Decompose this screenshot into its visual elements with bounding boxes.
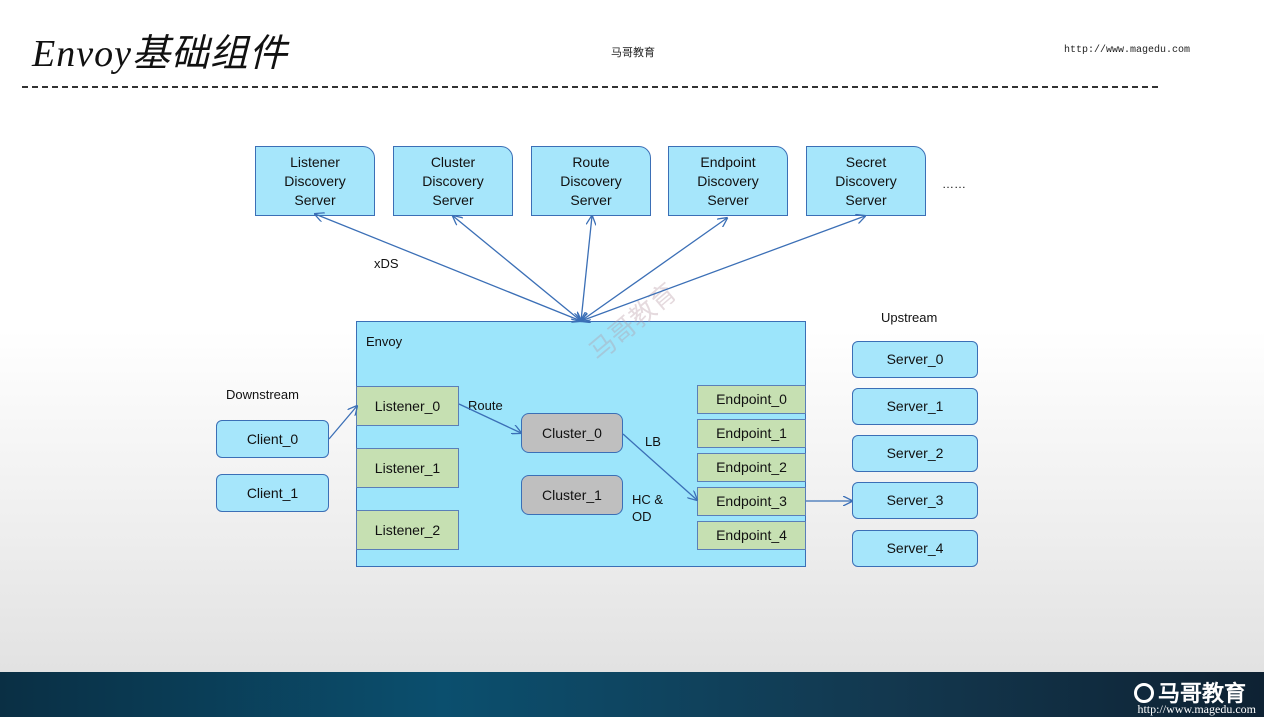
xds-line: Cluster <box>430 153 476 170</box>
endpoint-4: Endpoint_4 <box>697 521 806 550</box>
xds-line: Discovery <box>560 172 622 189</box>
server-3: Server_3 <box>852 482 978 519</box>
cluster-1: Cluster_1 <box>521 475 623 515</box>
header-url: http://www.magedu.com <box>1064 45 1191 56</box>
xds-line: Discovery <box>422 172 484 189</box>
xds-line: Secret <box>845 153 887 170</box>
xds-line: Server <box>707 191 749 208</box>
logo-icon <box>1133 683 1154 703</box>
footer-bar: 马哥教育 http://www.magedu.com <box>0 672 1264 717</box>
xds-line: Server <box>570 191 612 208</box>
downstream-label: Downstream <box>226 387 299 402</box>
xds-line: Discovery <box>835 172 897 189</box>
xds-line: Discovery <box>697 172 759 189</box>
xds-line: Route <box>572 153 610 170</box>
upstream-label: Upstream <box>881 310 938 325</box>
xds-line: Endpoint <box>700 153 756 170</box>
server-2: Server_2 <box>852 435 978 472</box>
more-ellipsis: …… <box>942 177 966 191</box>
cluster-0: Cluster_0 <box>521 413 623 453</box>
footer-logo: 马哥教育 <box>1133 676 1246 708</box>
listener-2: Listener_2 <box>356 510 459 550</box>
client-to-listener-arrow <box>328 406 357 440</box>
header-divider <box>22 86 1158 88</box>
page-title: Envoy基础组件 <box>32 33 288 75</box>
endpoint-0: Endpoint_0 <box>697 385 806 414</box>
listener-1: Listener_1 <box>356 448 459 488</box>
xds-label: xDS <box>374 256 399 271</box>
listener-0: Listener_0 <box>356 386 459 426</box>
header-brand: 马哥教育 <box>611 47 655 59</box>
footer-logo-text: 马哥教育 <box>1157 682 1246 707</box>
xds-arrow-cds <box>453 216 581 321</box>
xds-line: Server <box>294 191 336 208</box>
lb-label: LB <box>645 434 661 449</box>
server-4: Server_4 <box>852 530 978 567</box>
xds-line: Server <box>432 191 474 208</box>
endpoint-3: Endpoint_3 <box>697 487 806 516</box>
server-0: Server_0 <box>852 341 978 378</box>
envoy-label: Envoy <box>366 334 403 349</box>
footer-url: http://www.magedu.com <box>1137 702 1256 716</box>
od-label: OD <box>632 509 652 524</box>
endpoint-1: Endpoint_1 <box>697 419 806 448</box>
server-1: Server_1 <box>852 388 978 425</box>
xds-line: Discovery <box>284 172 346 189</box>
route-label: Route <box>468 398 503 413</box>
hc-label: HC & <box>632 492 664 507</box>
xds-line: Server <box>845 191 887 208</box>
endpoint-2: Endpoint_2 <box>697 453 806 482</box>
xds-arrow-rds <box>581 216 592 321</box>
client-1: Client_1 <box>216 474 329 512</box>
client-0: Client_0 <box>216 420 329 458</box>
xds-line: Listener <box>290 153 340 170</box>
xds-arrow-lds <box>315 214 581 321</box>
